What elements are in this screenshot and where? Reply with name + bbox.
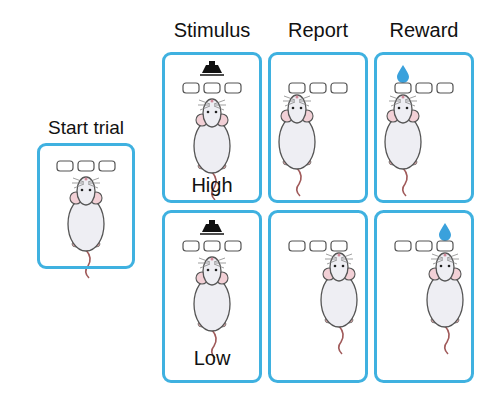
panel-outline [376, 212, 473, 382]
mouse-figure [68, 177, 104, 278]
mouse-figure [321, 253, 357, 354]
speaker-icon [200, 61, 224, 75]
mouse-figure [427, 253, 463, 354]
panel-outline [270, 212, 367, 382]
nose-ports [57, 161, 115, 171]
nose-ports [289, 83, 347, 93]
nose-ports [183, 241, 241, 251]
speaker-icon [200, 220, 224, 234]
nose-ports [289, 241, 347, 251]
trial-panel: Start trial [37, 143, 135, 269]
trial-panel: Report [268, 52, 368, 203]
stimulus-label: Low [135, 346, 289, 370]
water-drop [397, 65, 409, 83]
nose-ports [183, 83, 241, 93]
mouse-figure [385, 95, 421, 196]
panel-heading: Reward [347, 18, 500, 42]
stimulus-label: High [135, 173, 289, 197]
nose-ports [395, 241, 453, 251]
mouse-figure [279, 95, 315, 196]
nose-ports [395, 83, 453, 93]
water-drop [439, 223, 451, 241]
trial-panel: Low [162, 210, 262, 383]
trial-panel: Reward [374, 52, 474, 203]
panel-heading: Stimulus [135, 18, 289, 42]
mouse-figure [194, 257, 230, 358]
trial-panel: StimulusHigh [162, 52, 262, 203]
panel-heading: Report [241, 18, 395, 42]
panel-heading: Start trial [10, 116, 162, 140]
